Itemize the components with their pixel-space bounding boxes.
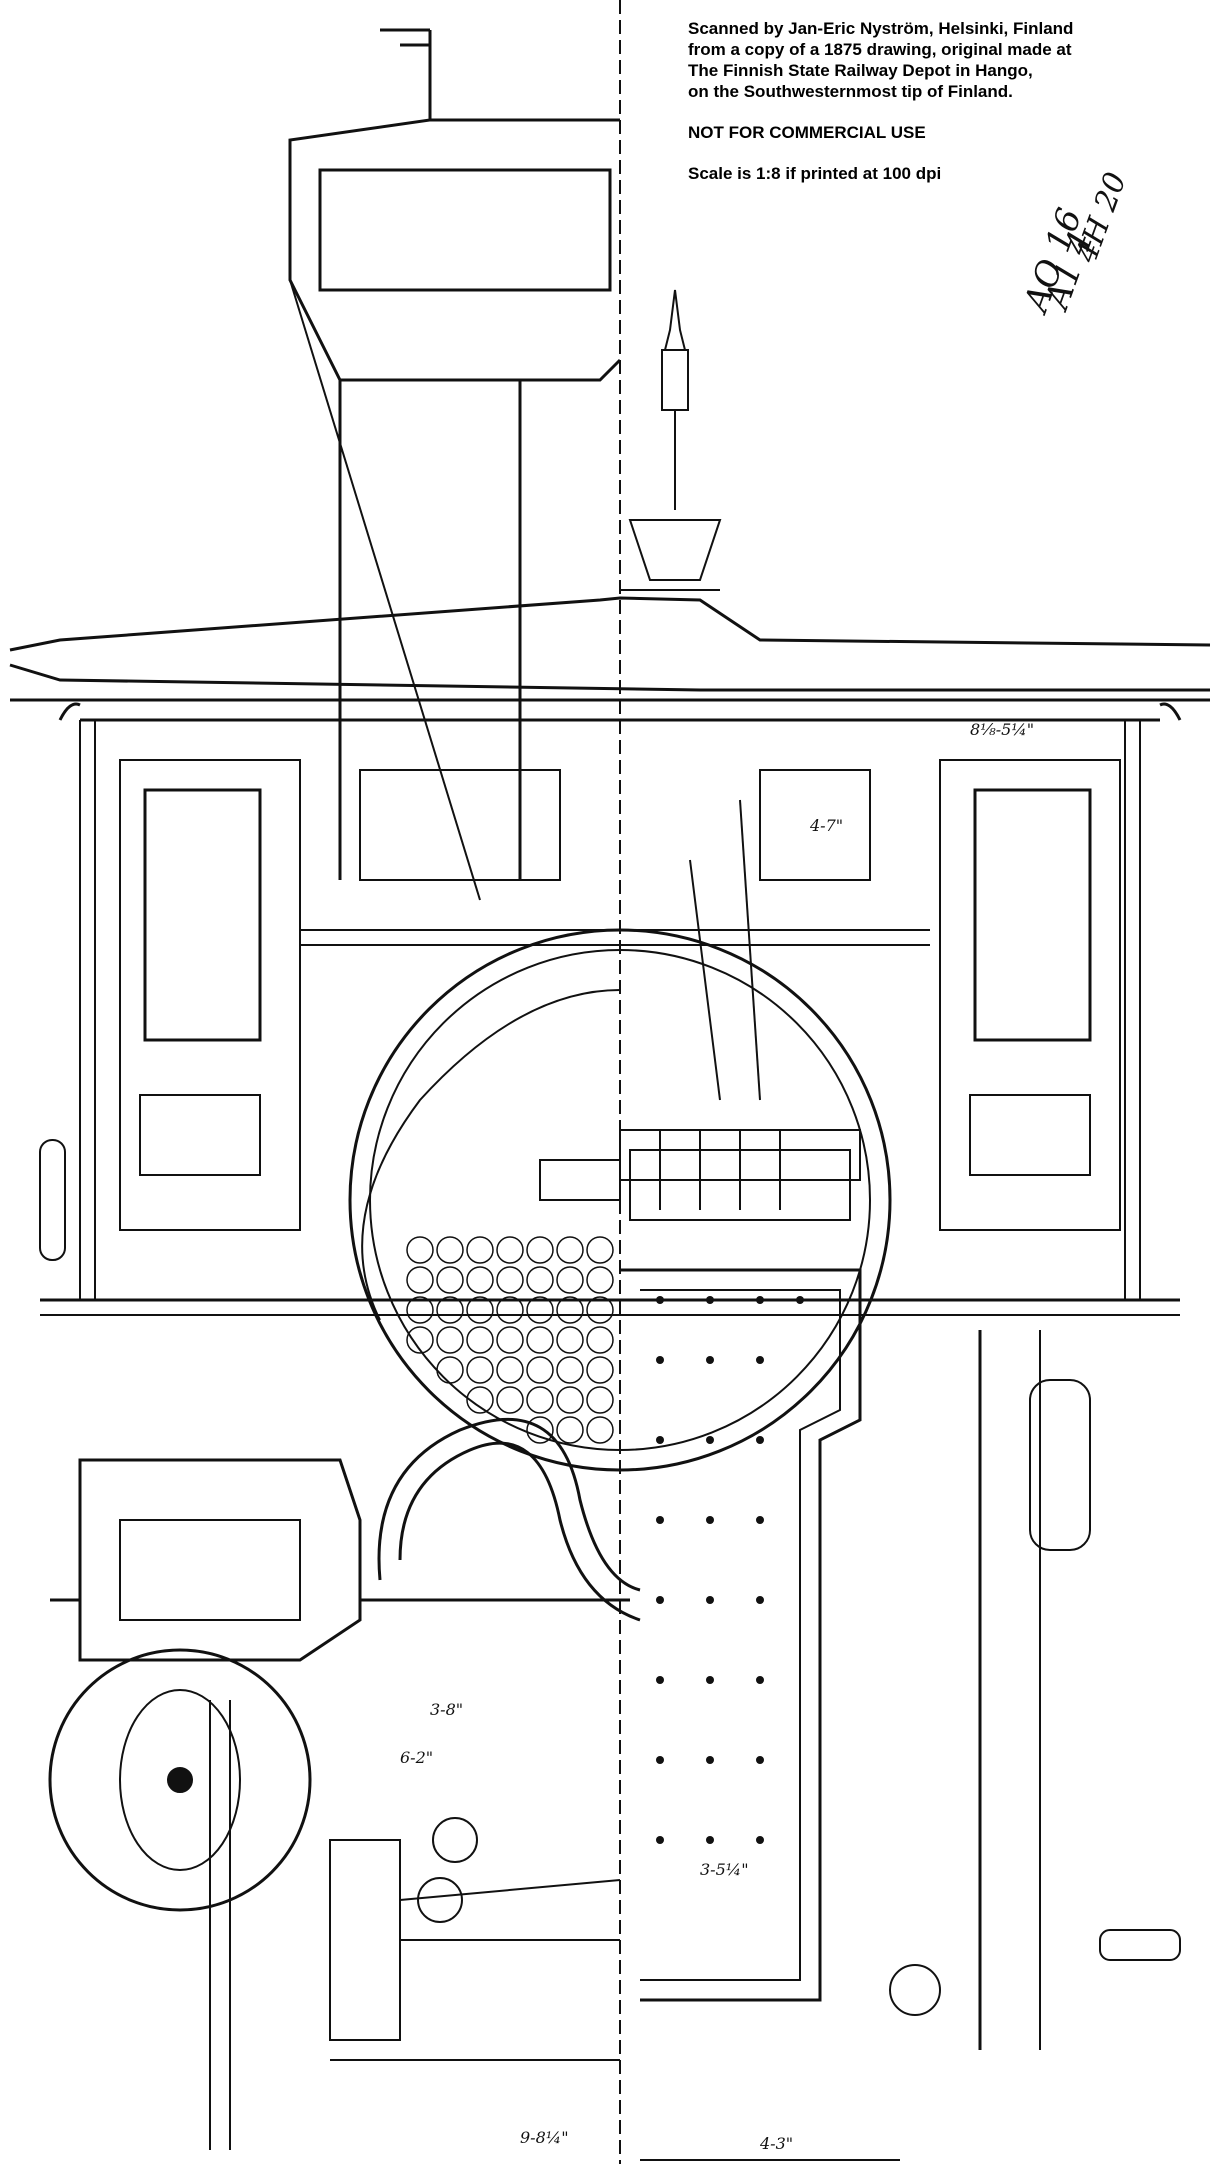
valve-gear: [539, 799, 861, 1210]
steam-pipe: [377, 1417, 641, 1622]
left-door-panel: [139, 1094, 261, 1176]
driving-wheel: [48, 1648, 312, 1912]
whistle-dome: [620, 289, 722, 591]
lower-frame: [209, 1330, 1181, 2161]
front-window-left: [359, 769, 561, 881]
left-door-frame: [119, 759, 301, 1231]
firebox: [620, 1149, 862, 2002]
cylinder-block: [50, 1458, 630, 1662]
dimension-firebox: 3-5¼": [700, 1860, 749, 1879]
commercial-use-notice: NOT FOR COMMERCIAL USE: [688, 123, 926, 142]
right-door-panel: [969, 1094, 1091, 1176]
firebox-stays: [656, 1296, 804, 1844]
front-window-right: [759, 769, 871, 881]
right-door-frame: [939, 759, 1121, 1231]
scan-credit-line-1: Scanned by Jan-Eric Nyström, Helsinki, F…: [688, 19, 1074, 38]
dimension-cab-width: 8⅛-5¼": [970, 720, 1035, 739]
boiler: [348, 928, 892, 1472]
boiler-tubes: [406, 1236, 614, 1444]
dimension-bottom-right: 4-3": [760, 2134, 794, 2153]
dimension-bottom-left: 9-8¼": [520, 2128, 569, 2147]
dimension-cylinder: 3-8": [430, 1700, 464, 1719]
scan-notice: Scanned by Jan-Eric Nyström, Helsinki, F…: [688, 18, 1208, 184]
right-window: [973, 788, 1092, 1042]
dimension-window: 4-7": [810, 816, 844, 835]
scan-credit-line-2: from a copy of a 1875 drawing, original …: [688, 40, 1072, 59]
cab-walls: [39, 720, 1180, 1316]
upper-housing: [288, 28, 622, 901]
left-window: [143, 788, 262, 1042]
dimension-frame: 6-2": [400, 1748, 434, 1767]
scan-credit-line-3: The Finnish State Railway Depot in Hango…: [688, 61, 1033, 80]
scan-credit-line-4: on the Southwesternmost tip of Finland.: [688, 82, 1013, 101]
scale-notice: Scale is 1:8 if printed at 100 dpi: [688, 164, 942, 183]
roof-cornice: [9, 596, 1211, 722]
